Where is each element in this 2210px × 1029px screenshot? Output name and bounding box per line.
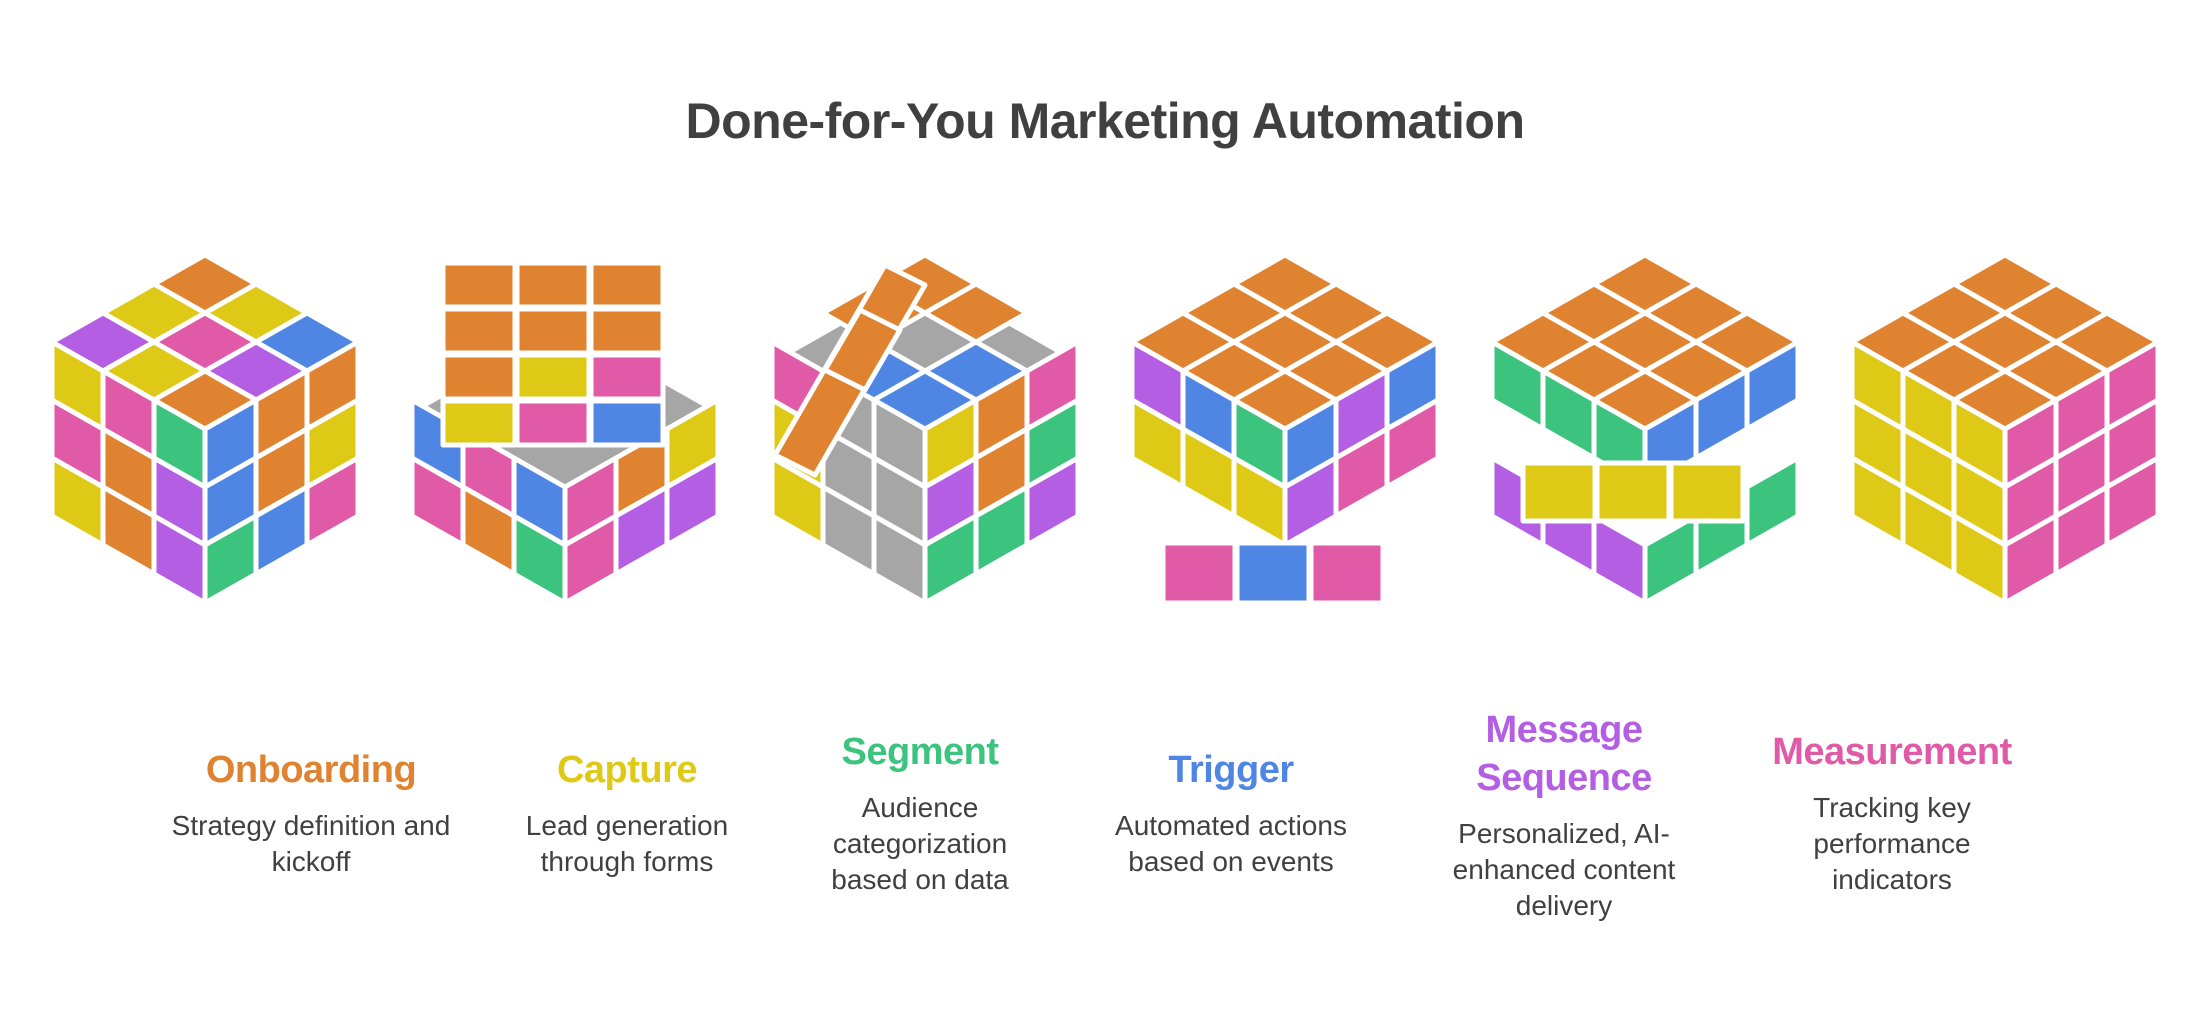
cube-capture-icon [409,260,721,606]
step-description: Personalized, AI-enhanced content delive… [1452,818,1676,921]
step-label: Message Sequence [1476,709,1652,799]
right-sticker [304,455,361,548]
cube-onboarding-icon [49,252,361,606]
step-onboarding: Onboarding Strategy definition and kicko… [161,746,461,880]
step-label: Trigger [1168,749,1294,791]
step-description: Automated actions based on events [1115,810,1347,877]
cube-message-sequence-icon [1489,252,1801,606]
flat-sticker [1160,540,1238,606]
flat-sticker [1308,540,1386,606]
flat-sticker [514,398,592,448]
flat-sticker [514,260,592,310]
step-description: Tracking key performance indicators [1813,792,1971,895]
flat-sticker [588,398,666,448]
cube-segment-icon [769,252,1081,606]
page-title: Done-for-You Marketing Automation [685,93,1526,149]
right-sticker [1744,339,1801,432]
step-description: Lead generation through forms [525,810,729,877]
flat-sticker [514,306,592,356]
flat-sticker [1594,460,1672,524]
flat-sticker [514,352,592,402]
flat-sticker [1234,540,1312,606]
flat-sticker [588,306,666,356]
right-sticker [2104,455,2161,548]
flat-sticker [1668,460,1746,524]
step-label: Capture [556,749,698,791]
right-sticker [1024,455,1081,548]
step-capture: Capture Lead generation through forms [477,746,777,880]
flat-sticker [588,260,666,310]
step-label: Segment [841,731,999,773]
flat-sticker [588,352,666,402]
right-sticker [1384,397,1441,490]
step-label: Measurement [1772,731,2012,773]
right-sticker [1642,513,1699,606]
step-message-sequence: Message Sequence Personalized, AI-enhanc… [1414,706,1714,924]
right-sticker [664,455,721,548]
flat-sticker [440,398,518,448]
step-description: Strategy definition and kickoff [171,810,451,877]
bar-sticker [822,307,903,393]
cube-trigger-icon [1129,252,1441,606]
top-sticker [871,368,979,432]
cube-measurement-icon [1849,252,2161,606]
left-sticker [1591,513,1648,606]
right-sticker [1744,455,1801,548]
step-description: Audience categorization based on data [831,792,1009,895]
flat-sticker [440,352,518,402]
flat-sticker [440,260,518,310]
flat-sticker [1520,460,1598,524]
step-segment: Segment Audience categorization based on… [770,728,1070,898]
step-measurement: Measurement Tracking key performance ind… [1742,728,2042,898]
step-label: Onboarding [205,749,417,791]
flat-sticker [440,306,518,356]
step-trigger: Trigger Automated actions based on event… [1081,746,1381,880]
